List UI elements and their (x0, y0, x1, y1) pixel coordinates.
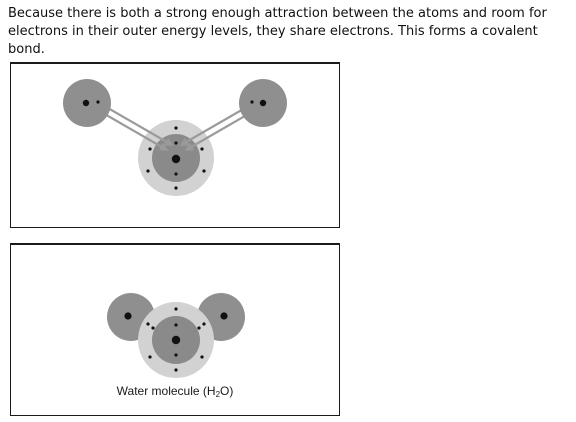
left-hydrogen-nucleus (124, 312, 132, 320)
oxygen-nucleus (171, 335, 181, 345)
right-shared-electron-pair (197, 322, 206, 330)
left-hydrogen-electron (96, 100, 100, 104)
intro-paragraph: Because there is both a strong enough at… (8, 6, 547, 57)
oxygen-outer-electrons (148, 307, 204, 372)
attraction-diagram-panel (10, 62, 340, 228)
water-molecule-diagram (107, 293, 245, 378)
caption-suffix: O) (220, 384, 234, 398)
caption-subscript: 2 (215, 390, 221, 399)
left-shared-electron-pair (146, 322, 155, 330)
right-hydrogen-nucleus (220, 312, 228, 320)
oxygen-nucleus (171, 154, 181, 164)
left-hydrogen-nucleus (82, 99, 90, 107)
attraction-diagram (63, 79, 287, 196)
right-hydrogen-electron (250, 100, 254, 104)
oxygen-inner-electrons (174, 141, 178, 176)
oxygen-outer-electrons (146, 126, 206, 190)
water-molecule-caption: Water molecule (H2O) (11, 384, 339, 399)
oxygen-inner-electrons (174, 323, 178, 357)
right-hydrogen-nucleus (259, 99, 267, 107)
caption-prefix: Water molecule (H (116, 384, 216, 398)
left-attraction-arrows (94, 103, 174, 151)
water-molecule-panel: Water molecule (H2O) (10, 243, 340, 416)
